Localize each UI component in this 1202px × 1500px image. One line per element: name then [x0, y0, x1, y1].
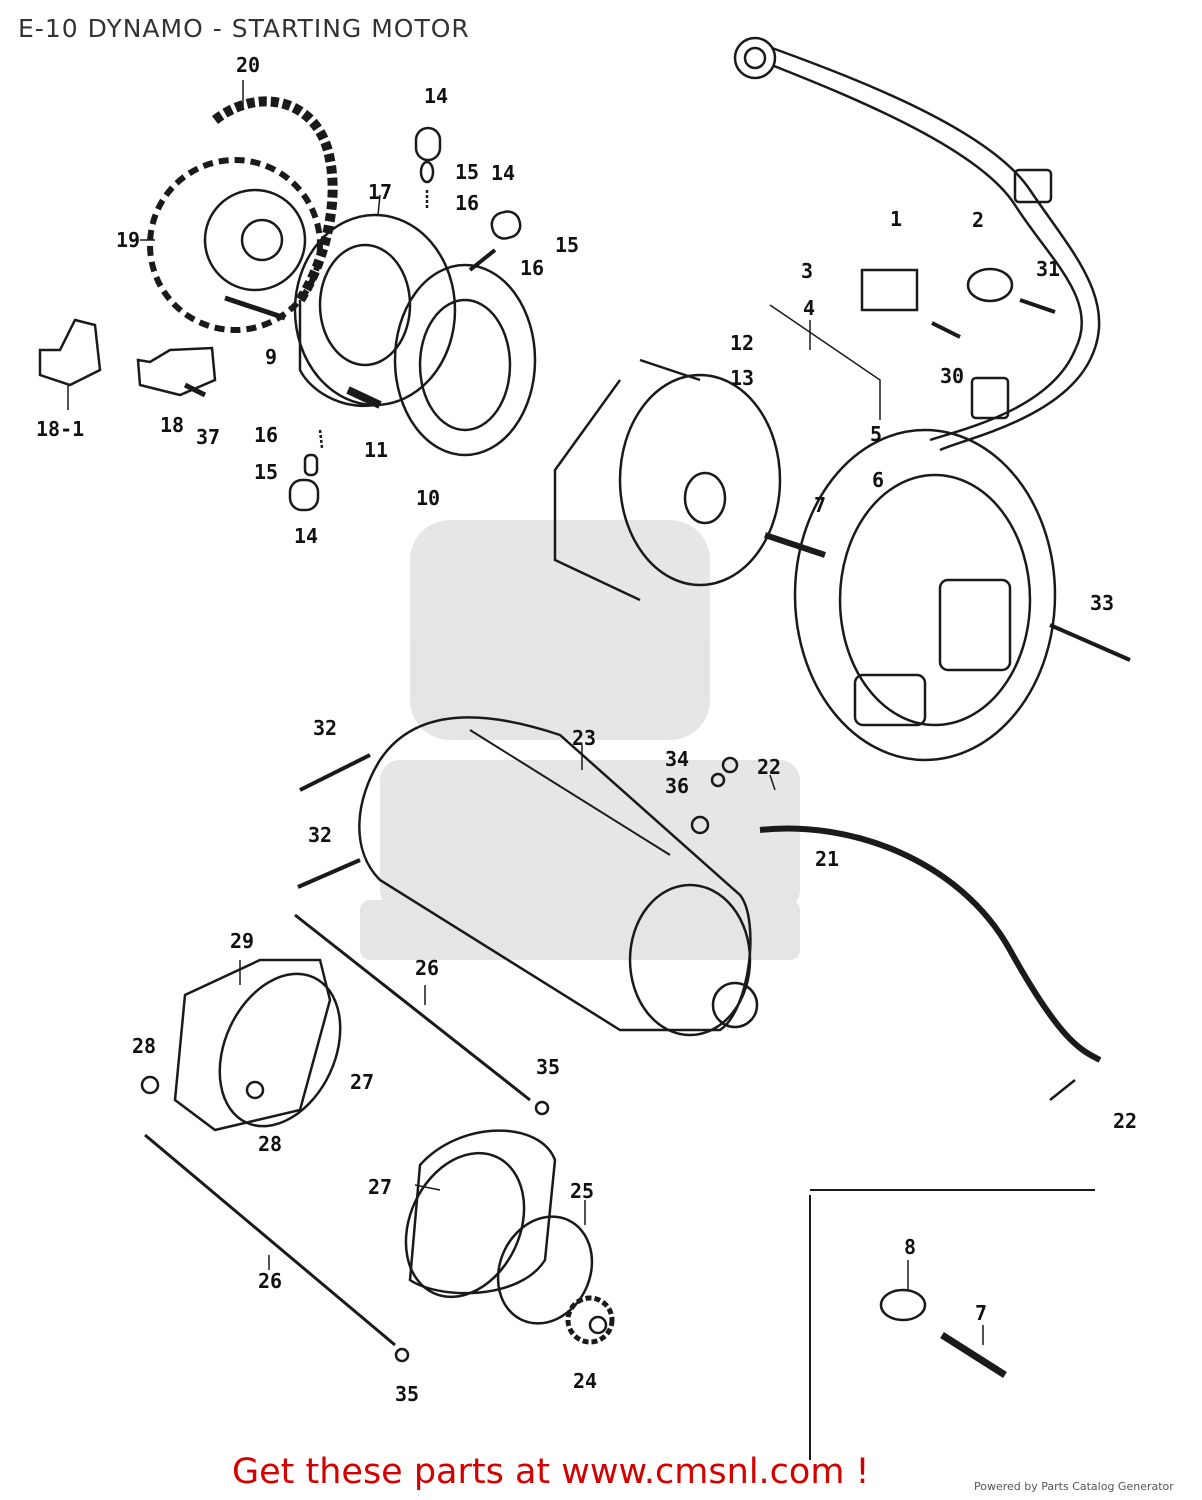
- callout-16: 16: [520, 256, 544, 280]
- callout-22: 22: [757, 755, 781, 779]
- cable-21: [690, 815, 1102, 1101]
- callout-24: 24: [573, 1369, 597, 1393]
- bracket-18: [136, 346, 217, 398]
- callout-27: 27: [368, 1175, 392, 1199]
- sprocket-19: [147, 157, 323, 333]
- callout-5: 5: [870, 422, 882, 446]
- brush-2: [966, 267, 1014, 303]
- callout-16: 16: [455, 191, 479, 215]
- nut-34: [721, 756, 739, 774]
- callout-1: 1: [890, 207, 902, 231]
- callout-4: 4: [803, 296, 815, 320]
- callout-18: 18: [160, 413, 184, 437]
- callout-16: 16: [254, 423, 278, 447]
- chain-20: [211, 96, 338, 303]
- callout-14: 14: [294, 524, 318, 548]
- front-cover-25: [404, 1129, 594, 1325]
- callout-2: 2: [972, 208, 984, 232]
- callout-33: 33: [1090, 591, 1114, 615]
- clutch-plate-10: [393, 263, 537, 457]
- callout-14: 14: [424, 84, 448, 108]
- cta-link[interactable]: Get these parts at www.cmsnl.com !: [232, 1452, 870, 1492]
- bolt-9: [224, 295, 286, 321]
- callout-27: 27: [350, 1070, 374, 1094]
- long-bolt-26a: [294, 913, 531, 1102]
- screw-31: [1019, 298, 1056, 314]
- powered-by-text: Powered by Parts Catalog Generator: [974, 1480, 1174, 1493]
- callout-11: 11: [364, 438, 388, 462]
- callout-26: 26: [415, 956, 439, 980]
- callout-25: 25: [570, 1179, 594, 1203]
- callout-8: 8: [904, 1235, 916, 1259]
- callout-34: 34: [665, 747, 689, 771]
- bolt-33: [1049, 623, 1131, 662]
- bolt-7-inset: [940, 1332, 1007, 1378]
- starting-motor-23: [358, 716, 759, 1037]
- callout-6: 6: [872, 468, 884, 492]
- wiring-harness: [733, 36, 1101, 452]
- callout-37: 37: [196, 425, 220, 449]
- stator-5-6: [793, 428, 1057, 762]
- watermark-logo: [360, 520, 800, 960]
- washer-35a: [534, 1100, 550, 1116]
- callout-29: 29: [230, 929, 254, 953]
- end-cover-29: [140, 958, 342, 1132]
- screw-30: [931, 321, 961, 339]
- callout-15: 15: [254, 460, 278, 484]
- callout-35: 35: [536, 1055, 560, 1079]
- callout-10: 10: [416, 486, 440, 510]
- callout-20: 20: [236, 53, 260, 77]
- bolt-32b: [297, 858, 361, 889]
- brush-holder-1: [860, 268, 919, 312]
- pinion-gear-24: [565, 1295, 615, 1345]
- callout-9: 9: [265, 345, 277, 369]
- callout-15: 15: [455, 160, 479, 184]
- callout-30: 30: [940, 364, 964, 388]
- washer-35b: [394, 1347, 410, 1363]
- callout-26: 26: [258, 1269, 282, 1293]
- callout-12: 12: [730, 331, 754, 355]
- starter-clutch-17: [293, 213, 457, 408]
- callout-32: 32: [308, 823, 332, 847]
- washer-8: [879, 1288, 927, 1322]
- callout-35: 35: [395, 1382, 419, 1406]
- washer-36: [710, 772, 726, 788]
- callout-18-1: 18-1: [36, 417, 84, 441]
- part-callouts: 20 14 15 14 16 17 19 15 16 1 2 31 3 4 12…: [36, 53, 1137, 1406]
- callout-32: 32: [313, 716, 337, 740]
- rotor-12-13: [553, 358, 782, 602]
- bolt-32a: [299, 753, 371, 792]
- long-bolt-26b: [144, 1133, 396, 1347]
- callout-22: 22: [1113, 1109, 1137, 1133]
- callout-28: 28: [258, 1132, 282, 1156]
- callout-3: 3: [801, 259, 813, 283]
- leader-lines: [67, 80, 984, 1345]
- inset-box: [809, 1189, 1095, 1460]
- roller-set: [288, 126, 522, 512]
- callout-36: 36: [665, 774, 689, 798]
- page-title: E-10 DYNAMO - STARTING MOTOR: [18, 14, 470, 43]
- callout-23: 23: [572, 726, 596, 750]
- callout-7: 7: [814, 493, 826, 517]
- bracket-18-1: [38, 318, 102, 387]
- bolt-7: [764, 532, 826, 558]
- callout-21: 21: [815, 847, 839, 871]
- callout-31: 31: [1036, 257, 1060, 281]
- callout-17: 17: [368, 180, 392, 204]
- callout-15: 15: [555, 233, 579, 257]
- callout-7: 7: [975, 1301, 987, 1325]
- callout-14: 14: [491, 161, 515, 185]
- callout-19: 19: [116, 228, 140, 252]
- callout-28: 28: [132, 1034, 156, 1058]
- callout-13: 13: [730, 366, 754, 390]
